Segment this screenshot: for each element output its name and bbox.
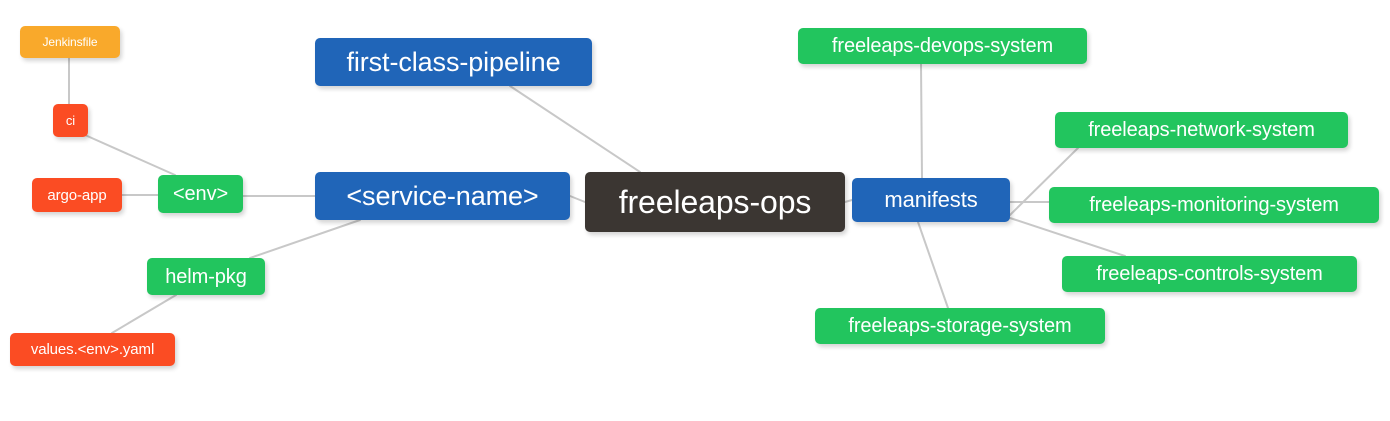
node-label-root: freeleaps-ops bbox=[618, 184, 812, 220]
node-argo-app[interactable]: argo-app bbox=[32, 178, 122, 212]
node-jenkinsfile[interactable]: Jenkinsfile bbox=[20, 26, 120, 58]
node-label-service-name: <service-name> bbox=[346, 180, 539, 211]
node-label-freeleaps-network-system: freeleaps-network-system bbox=[1088, 119, 1315, 141]
node-label-jenkinsfile: Jenkinsfile bbox=[42, 35, 98, 49]
edge-manifests-to-freeleaps-devops-system bbox=[920, 63, 923, 179]
edge-manifests-to-freeleaps-controls-system bbox=[1009, 217, 1126, 257]
node-label-freeleaps-devops-system: freeleaps-devops-system bbox=[831, 35, 1054, 57]
node-label-argo-app: argo-app bbox=[47, 186, 107, 204]
node-label-env: <env> bbox=[172, 183, 229, 205]
node-service-name[interactable]: <service-name> bbox=[315, 172, 570, 220]
node-env[interactable]: <env> bbox=[158, 175, 243, 213]
node-label-helm-pkg: helm-pkg bbox=[165, 265, 247, 288]
node-label-freeleaps-storage-system: freeleaps-storage-system bbox=[848, 315, 1072, 337]
edge-first-class-pipeline-to-root bbox=[509, 85, 641, 173]
node-label-ci: ci bbox=[65, 113, 76, 128]
node-first-class-pipeline[interactable]: first-class-pipeline bbox=[315, 38, 592, 86]
node-label-freeleaps-controls-system: freeleaps-controls-system bbox=[1096, 263, 1323, 285]
edge-ci-to-env bbox=[84, 134, 176, 176]
node-manifests[interactable]: manifests bbox=[852, 178, 1010, 222]
edge-manifests-to-freeleaps-storage-system bbox=[917, 221, 949, 309]
node-root[interactable]: freeleaps-ops bbox=[585, 172, 845, 232]
node-ci[interactable]: ci bbox=[53, 104, 88, 137]
node-freeleaps-controls-system[interactable]: freeleaps-controls-system bbox=[1062, 256, 1357, 292]
node-label-freeleaps-monitoring-system: freeleaps-monitoring-system bbox=[1089, 194, 1339, 216]
node-label-values-yaml: values.<env>.yaml bbox=[30, 341, 155, 358]
edge-service-name-to-root bbox=[569, 195, 586, 203]
node-freeleaps-network-system[interactable]: freeleaps-network-system bbox=[1055, 112, 1348, 148]
edge-root-to-manifests bbox=[844, 199, 853, 203]
node-helm-pkg[interactable]: helm-pkg bbox=[147, 258, 265, 295]
node-label-first-class-pipeline: first-class-pipeline bbox=[346, 46, 561, 77]
edge-values-yaml-to-helm-pkg bbox=[111, 294, 177, 334]
edge-helm-pkg-to-service-name bbox=[249, 219, 361, 259]
node-freeleaps-monitoring-system[interactable]: freeleaps-monitoring-system bbox=[1049, 187, 1379, 223]
node-freeleaps-storage-system[interactable]: freeleaps-storage-system bbox=[815, 308, 1105, 344]
node-freeleaps-devops-system[interactable]: freeleaps-devops-system bbox=[798, 28, 1087, 64]
node-label-manifests: manifests bbox=[884, 187, 978, 212]
node-values-yaml[interactable]: values.<env>.yaml bbox=[10, 333, 175, 366]
